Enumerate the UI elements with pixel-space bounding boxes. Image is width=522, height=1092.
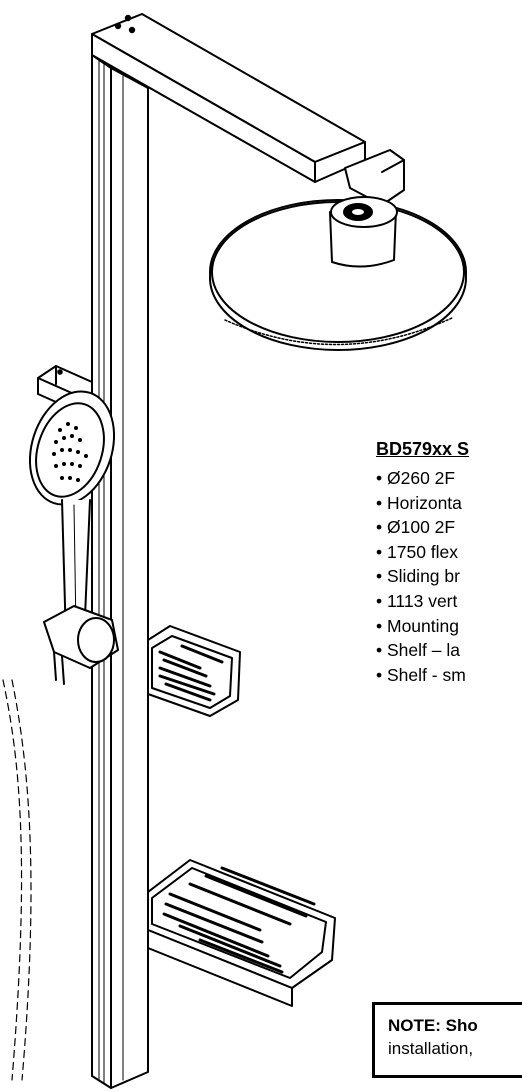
flexible-hose	[2, 679, 32, 1081]
overhead-shower-head	[209, 196, 467, 351]
horizontal-arm	[91, 13, 405, 206]
spec-item-mounting: Mounting	[376, 614, 522, 639]
vertical-riser	[91, 54, 149, 1089]
spec-item-vertical-riser: 1113 vert	[376, 589, 522, 614]
spec-item-shelf-small: Shelf - sm	[376, 663, 522, 688]
spec-item-sliding-bracket: Sliding br	[376, 564, 522, 589]
spec-item-shower-head: Ø260 2F	[376, 466, 522, 491]
spec-title: BD579xx S	[376, 439, 470, 459]
note-heading: NOTE: Sho	[388, 1016, 478, 1035]
shelf-large	[147, 859, 336, 1007]
shelf-small	[147, 625, 241, 717]
note-text: installation,	[388, 1039, 474, 1058]
spec-item-shelf-large: Shelf – la	[376, 638, 522, 663]
spec-item-flexible-hose: 1750 flex	[376, 540, 522, 565]
spec-items: Ø260 2F Horizonta Ø100 2F 1750 flex Slid…	[376, 466, 522, 687]
specification-list: BD579xx S Ø260 2F Horizonta Ø100 2F 1750…	[376, 438, 522, 687]
hand-shower	[28, 390, 119, 685]
spec-item-hand-shower: Ø100 2F	[376, 515, 522, 540]
spec-item-horizontal-arm: Horizonta	[376, 491, 522, 516]
note-box: NOTE: Sho installation,	[372, 1002, 522, 1078]
